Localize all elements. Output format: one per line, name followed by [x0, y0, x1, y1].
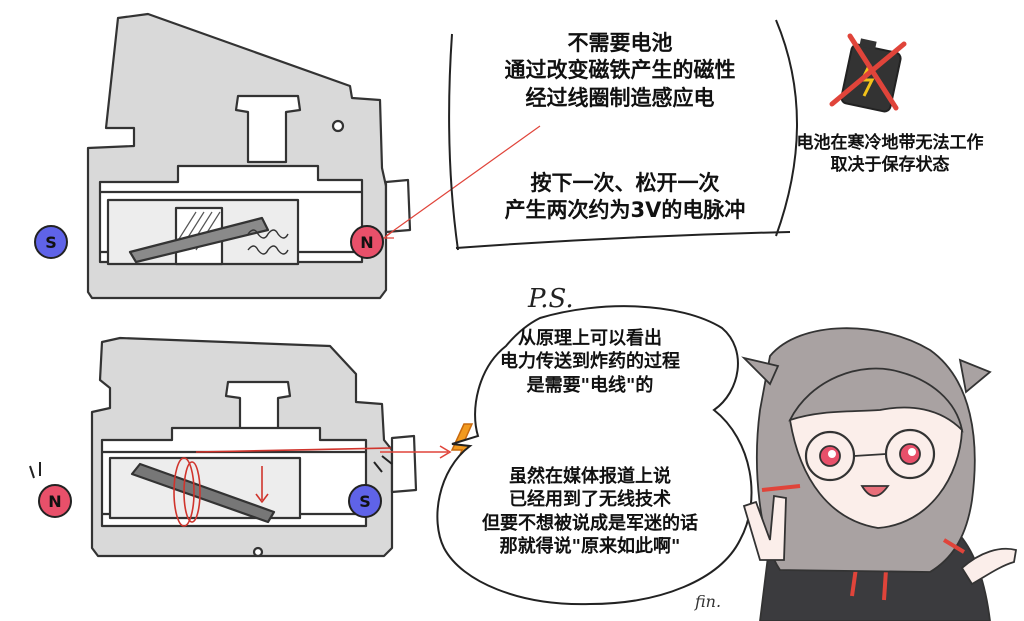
- text-media-line: 虽然在媒体报道上说: [509, 466, 671, 487]
- magnet-s-bottom: S: [348, 484, 382, 518]
- battery-crossed-icon: [829, 33, 907, 113]
- pointer-line: [385, 125, 541, 237]
- speech-bubble: [436, 305, 753, 606]
- text-battery-line: 取决于保存状态: [830, 155, 950, 176]
- signal-arrow: [380, 445, 452, 459]
- text-main-line: 通过改变磁铁产生的磁性: [504, 58, 736, 83]
- text-pulse-line: 产生两次约为3V的电脉冲: [504, 198, 746, 223]
- text-media-line: 但要不想被说成是军迷的话: [482, 512, 698, 534]
- bottom-device: [90, 336, 418, 558]
- top-text-bracket: [448, 19, 798, 251]
- character-illustration: [741, 327, 1018, 621]
- text-pulse: 按下一次、松开一次 产生两次约为3V的电脉冲: [470, 170, 780, 225]
- top-device: [86, 12, 412, 300]
- text-battery: 电池在寒冷地带无法工作 取决于保存状态: [765, 132, 1015, 176]
- magnet-n-bottom: N: [38, 484, 72, 518]
- text-principle-line: 电力传送到炸药的过程: [500, 351, 680, 373]
- signature: fin.: [695, 592, 722, 611]
- text-main-line: 不需要电池: [567, 31, 673, 55]
- text-principle: 从原理上可以看出 电力传送到炸药的过程 是需要"电线"的: [460, 327, 720, 397]
- text-main: 不需要电池 通过改变磁铁产生的磁性 经过线圈制造感应电: [460, 30, 780, 112]
- text-principle-line: 是需要"电线"的: [526, 374, 654, 396]
- magnet-n-top: N: [350, 225, 384, 259]
- text-media-line: 已经用到了无线技术: [509, 489, 671, 511]
- text-main-line: 经过线圈制造感应电: [525, 85, 715, 110]
- magnet-s-top: S: [34, 225, 68, 259]
- text-battery-line: 电池在寒冷地带无法工作: [796, 133, 984, 153]
- text-media-line: 那就得说"原来如此啊": [499, 536, 681, 558]
- text-media: 虽然在媒体报道上说 已经用到了无线技术 但要不想被说成是军迷的话 那就得说"原来…: [440, 465, 740, 559]
- ps-label: P.S.: [528, 284, 574, 314]
- text-principle-line: 从原理上可以看出: [518, 328, 662, 349]
- text-pulse-line: 按下一次、松开一次: [530, 171, 720, 195]
